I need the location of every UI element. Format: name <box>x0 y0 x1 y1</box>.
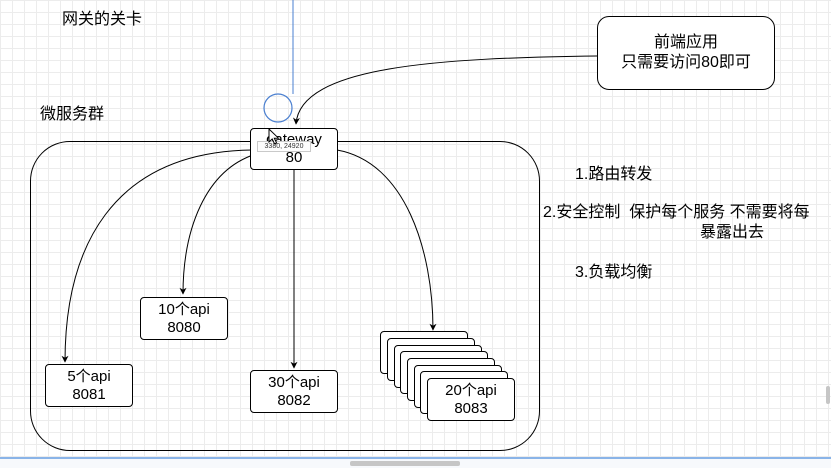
mouse-cursor-icon <box>268 128 280 145</box>
feature-security[interactable]: 2.安全控制 保护每个服务 不需要将每 <box>543 204 810 221</box>
rotate-handle-icon[interactable] <box>263 93 293 123</box>
frontend-app-note: 只需要访问80即可 <box>621 54 751 71</box>
drag-position-tooltip: 3380, 24920 <box>257 141 311 152</box>
service-name: 30个api <box>268 373 320 391</box>
service-port: 8081 <box>72 385 106 403</box>
service-node-8081[interactable]: 5个api 8081 <box>45 364 133 407</box>
gateway-port: 80 <box>285 149 303 166</box>
service-node-8083[interactable]: 20个api 8083 <box>427 378 515 421</box>
service-port: 8080 <box>167 318 201 336</box>
service-port: 8083 <box>454 399 488 417</box>
horizontal-scrollbar-thumb[interactable] <box>350 461 460 466</box>
diagram-title[interactable]: 网关的关卡 <box>62 11 143 28</box>
group-label[interactable]: 微服务群 <box>40 106 105 123</box>
service-name: 5个api <box>67 367 111 385</box>
service-node-8080[interactable]: 10个api 8080 <box>140 297 228 340</box>
frontend-app-node[interactable]: 前端应用 只需要访问80即可 <box>597 16 775 90</box>
vertical-scrollbar-thumb[interactable] <box>826 386 830 404</box>
feature-routing[interactable]: 1.路由转发 <box>575 166 653 183</box>
service-port: 8082 <box>277 391 311 409</box>
edge-frontend-to-gateway[interactable] <box>292 55 598 125</box>
feature-security-continuation[interactable]: 暴露出去 <box>700 224 765 241</box>
service-name: 10个api <box>158 300 210 318</box>
feature-load-balancing[interactable]: 3.负载均衡 <box>575 264 653 281</box>
service-node-8082[interactable]: 30个api 8082 <box>250 370 338 413</box>
service-name: 20个api <box>445 381 497 399</box>
frontend-app-label: 前端应用 <box>653 34 718 51</box>
